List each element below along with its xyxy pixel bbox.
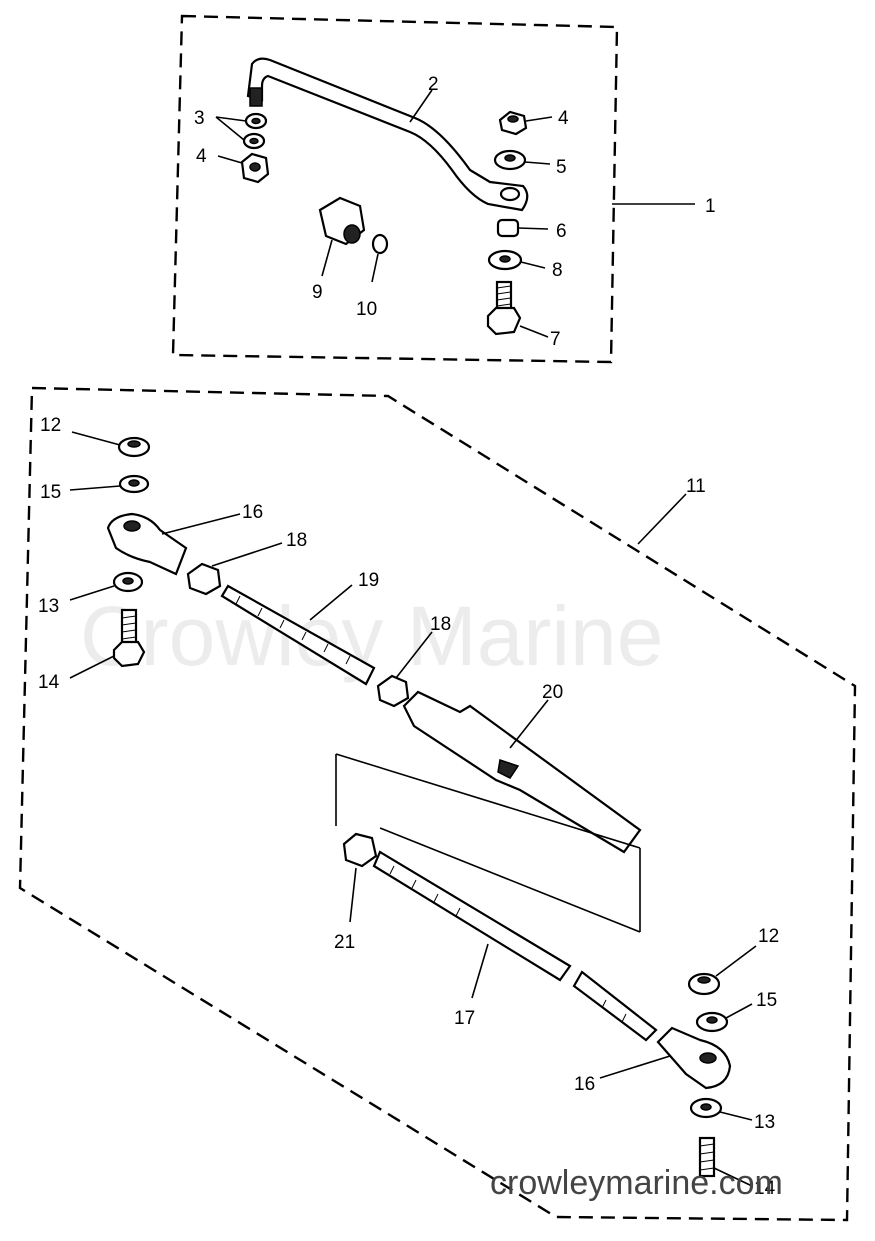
callout-12-left: 12 [40,415,61,436]
cotter-ring-part [371,233,389,283]
callout-9: 9 [312,282,323,303]
callout-4-right: 4 [558,108,569,129]
tube-part [402,690,642,854]
callout-4-left: 4 [196,146,207,167]
callout-14-left: 14 [38,672,60,693]
leader-11 [637,493,687,545]
callout-17: 17 [454,1008,475,1029]
lock-nut-part [493,149,551,171]
exploded-view-bracket [335,753,641,933]
threaded-rod-part [372,850,658,1042]
callout-15-left: 15 [40,482,61,503]
callout-10: 10 [356,299,377,320]
callout-19: 19 [358,570,379,591]
callout-15-right: 15 [756,990,777,1011]
callout-21: 21 [334,932,355,953]
nut-part [498,110,553,136]
callout-8: 8 [552,260,563,281]
bolt-part [69,608,146,679]
callout-20: 20 [542,682,563,703]
nut-part [71,431,151,458]
callout-11: 11 [686,476,706,497]
bolt-part [486,280,549,338]
callout-5: 5 [556,157,567,178]
callout-18-lower: 18 [430,614,451,635]
lock-nut-part [376,631,433,708]
callout-labels: 1 2 3 4 4 5 6 7 8 9 10 11 12 12 13 13 14… [38,74,779,1199]
nut-part [217,152,270,184]
upper-kit-group [171,14,695,364]
callout-6: 6 [556,221,567,242]
callout-13-right: 13 [754,1112,775,1133]
lock-nut-part [186,542,283,596]
callout-16-right: 16 [574,1074,595,1095]
washer-part [695,1003,753,1033]
rod-end-part [599,1026,732,1090]
callout-18-upper: 18 [286,530,307,551]
threaded-rod-part [220,584,376,686]
washer-part [487,249,546,271]
nut-part [687,945,757,996]
callout-7: 7 [550,329,561,350]
callout-12-right: 12 [758,926,779,947]
washer-part [689,1097,753,1121]
upper-kit-boundary [171,14,619,364]
lower-assembly-boundary [18,386,857,1222]
washer-pair-part [215,112,268,150]
washer-part [69,571,144,601]
callout-2: 2 [428,74,439,95]
washer-part [69,474,150,494]
castle-nut-part [318,196,366,277]
callout-14-right: 14 [754,1178,776,1199]
rod-end-part [106,512,241,576]
lower-assembly-group [18,386,857,1222]
callout-16-left: 16 [242,502,263,523]
bolt-part [698,1136,753,1187]
callout-13-left: 13 [38,596,59,617]
tie-rod-part [246,57,529,212]
watermark-corner: crowleymarine.com [490,1164,783,1202]
callout-1: 1 [705,196,716,217]
callout-3: 3 [194,108,205,129]
lock-nut-part [342,832,378,923]
collar-part [496,218,549,238]
